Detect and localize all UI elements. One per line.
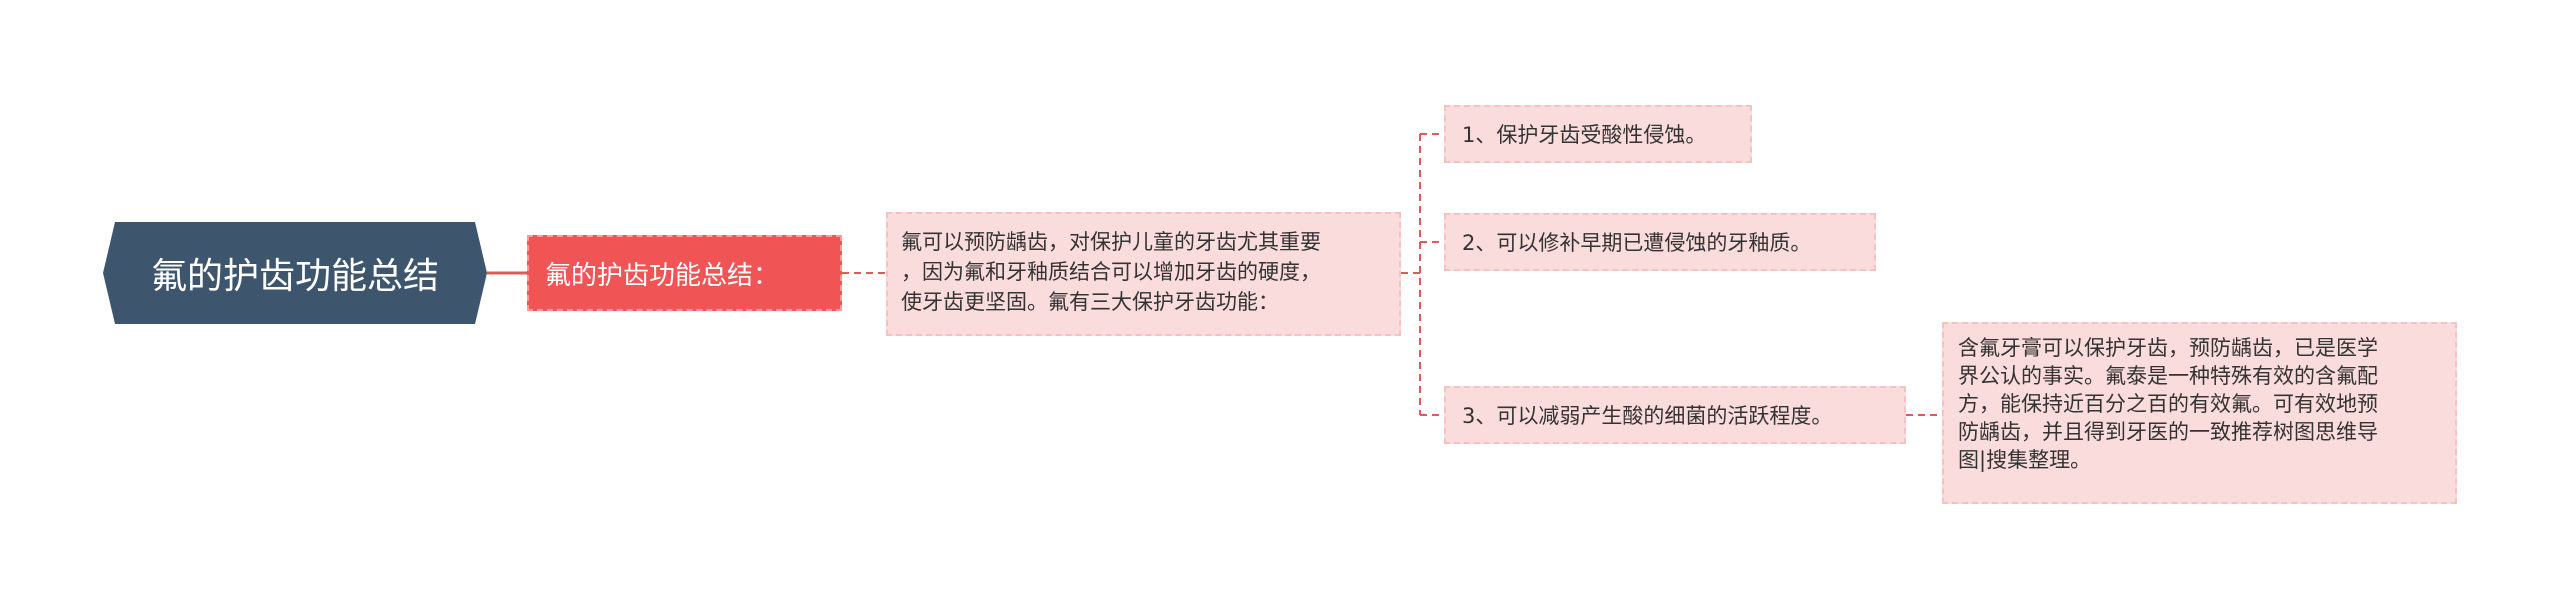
note-node[interactable]: 含氟牙膏可以保护牙齿，预防龋齿，已是医学 界公认的事实。氟泰是一种特殊有效的含氟…: [1942, 322, 2457, 504]
root-node-label: 氟的护齿功能总结: [150, 256, 439, 297]
note-line: 防龋齿，并且得到牙医的一致推荐树图思维导: [1958, 420, 2378, 444]
detail-line: ，因为氟和牙釉质结合可以增加牙齿的硬度，: [901, 260, 1321, 284]
function-item-label: 3、可以减弱产生酸的细菌的活跃程度。: [1462, 404, 1833, 428]
branch-node-label: 氟的护齿功能总结：: [545, 260, 780, 291]
function-item-label: 1、保护牙齿受酸性侵蚀。: [1462, 123, 1707, 147]
detail-line: 使牙齿更坚固。氟有三大保护牙齿功能：: [901, 290, 1279, 314]
detail-line: 氟可以预防龋齿，对保护儿童的牙齿尤其重要: [901, 230, 1321, 254]
function-item-2[interactable]: 2、可以修补早期已遭侵蚀的牙釉质。: [1444, 213, 1876, 271]
function-item-label: 2、可以修补早期已遭侵蚀的牙釉质。: [1462, 231, 1812, 255]
note-line: 界公认的事实。氟泰是一种特殊有效的含氟配: [1958, 364, 2378, 388]
note-line: 含氟牙膏可以保护牙齿，预防龋齿，已是医学: [1958, 336, 2378, 360]
function-item-1[interactable]: 1、保护牙齿受酸性侵蚀。: [1444, 105, 1752, 163]
note-line: 图|搜集整理。: [1958, 448, 2092, 472]
branch-node[interactable]: 氟的护齿功能总结：: [527, 235, 842, 311]
function-item-3[interactable]: 3、可以减弱产生酸的细菌的活跃程度。: [1444, 386, 1906, 444]
root-node[interactable]: 氟的护齿功能总结: [103, 222, 487, 324]
note-line: 方，能保持近百分之百的有效氟。可有效地预: [1958, 392, 2378, 416]
detail-node[interactable]: 氟可以预防龋齿，对保护儿童的牙齿尤其重要 ，因为氟和牙釉质结合可以增加牙齿的硬度…: [886, 212, 1401, 336]
